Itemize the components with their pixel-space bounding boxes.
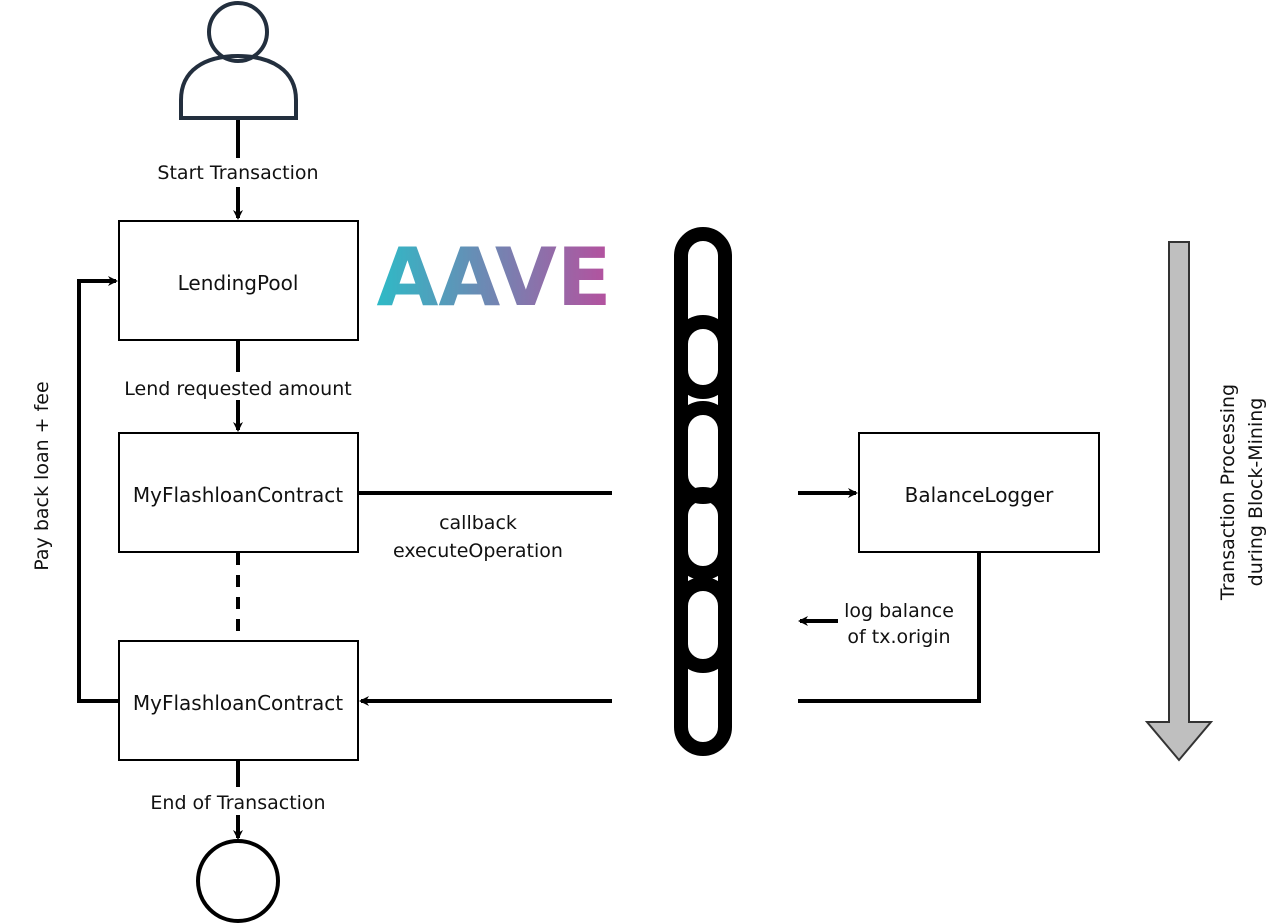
- blockchain-chain-icon: [674, 227, 732, 756]
- side-note-line2: during Block-Mining: [1245, 398, 1267, 587]
- balance-logger-label: BalanceLogger: [905, 483, 1054, 507]
- aave-logo: AAVE: [377, 231, 612, 324]
- lending-pool-label: LendingPool: [178, 271, 299, 295]
- callback-label-line2: executeOperation: [393, 540, 563, 562]
- log-balance-label-bg: [840, 598, 962, 650]
- log-balance-label-line1: log balance: [844, 600, 954, 622]
- processing-direction-arrow: [1144, 241, 1214, 762]
- end-event-circle: [196, 839, 280, 923]
- pay-back-label: Pay back loan + fee: [31, 381, 53, 570]
- aave-logo-text: AAVE: [377, 231, 612, 324]
- lending-pool-node[interactable]: [118, 220, 359, 341]
- end-transaction-label: End of Transaction: [150, 792, 325, 814]
- return-edge-right: [798, 553, 981, 703]
- start-transaction-label: Start Transaction: [157, 162, 318, 184]
- lend-amount-label: Lend requested amount: [124, 378, 351, 400]
- log-balance-label-line2: of tx.origin: [847, 626, 950, 648]
- flashloan-contract-bottom-node[interactable]: [118, 640, 359, 761]
- user-icon: [179, 1, 298, 120]
- flashloan-contract-top-node[interactable]: [118, 432, 359, 553]
- flashloan-contract-top-label: MyFlashloanContract: [133, 483, 343, 507]
- balance-logger-node[interactable]: [858, 432, 1100, 553]
- pay-back-edge: [77, 276, 119, 703]
- flashloan-contract-bottom-label: MyFlashloanContract: [133, 691, 343, 715]
- side-note-line1: Transaction Processing: [1217, 384, 1239, 601]
- callback-label-line1: callback: [439, 512, 517, 534]
